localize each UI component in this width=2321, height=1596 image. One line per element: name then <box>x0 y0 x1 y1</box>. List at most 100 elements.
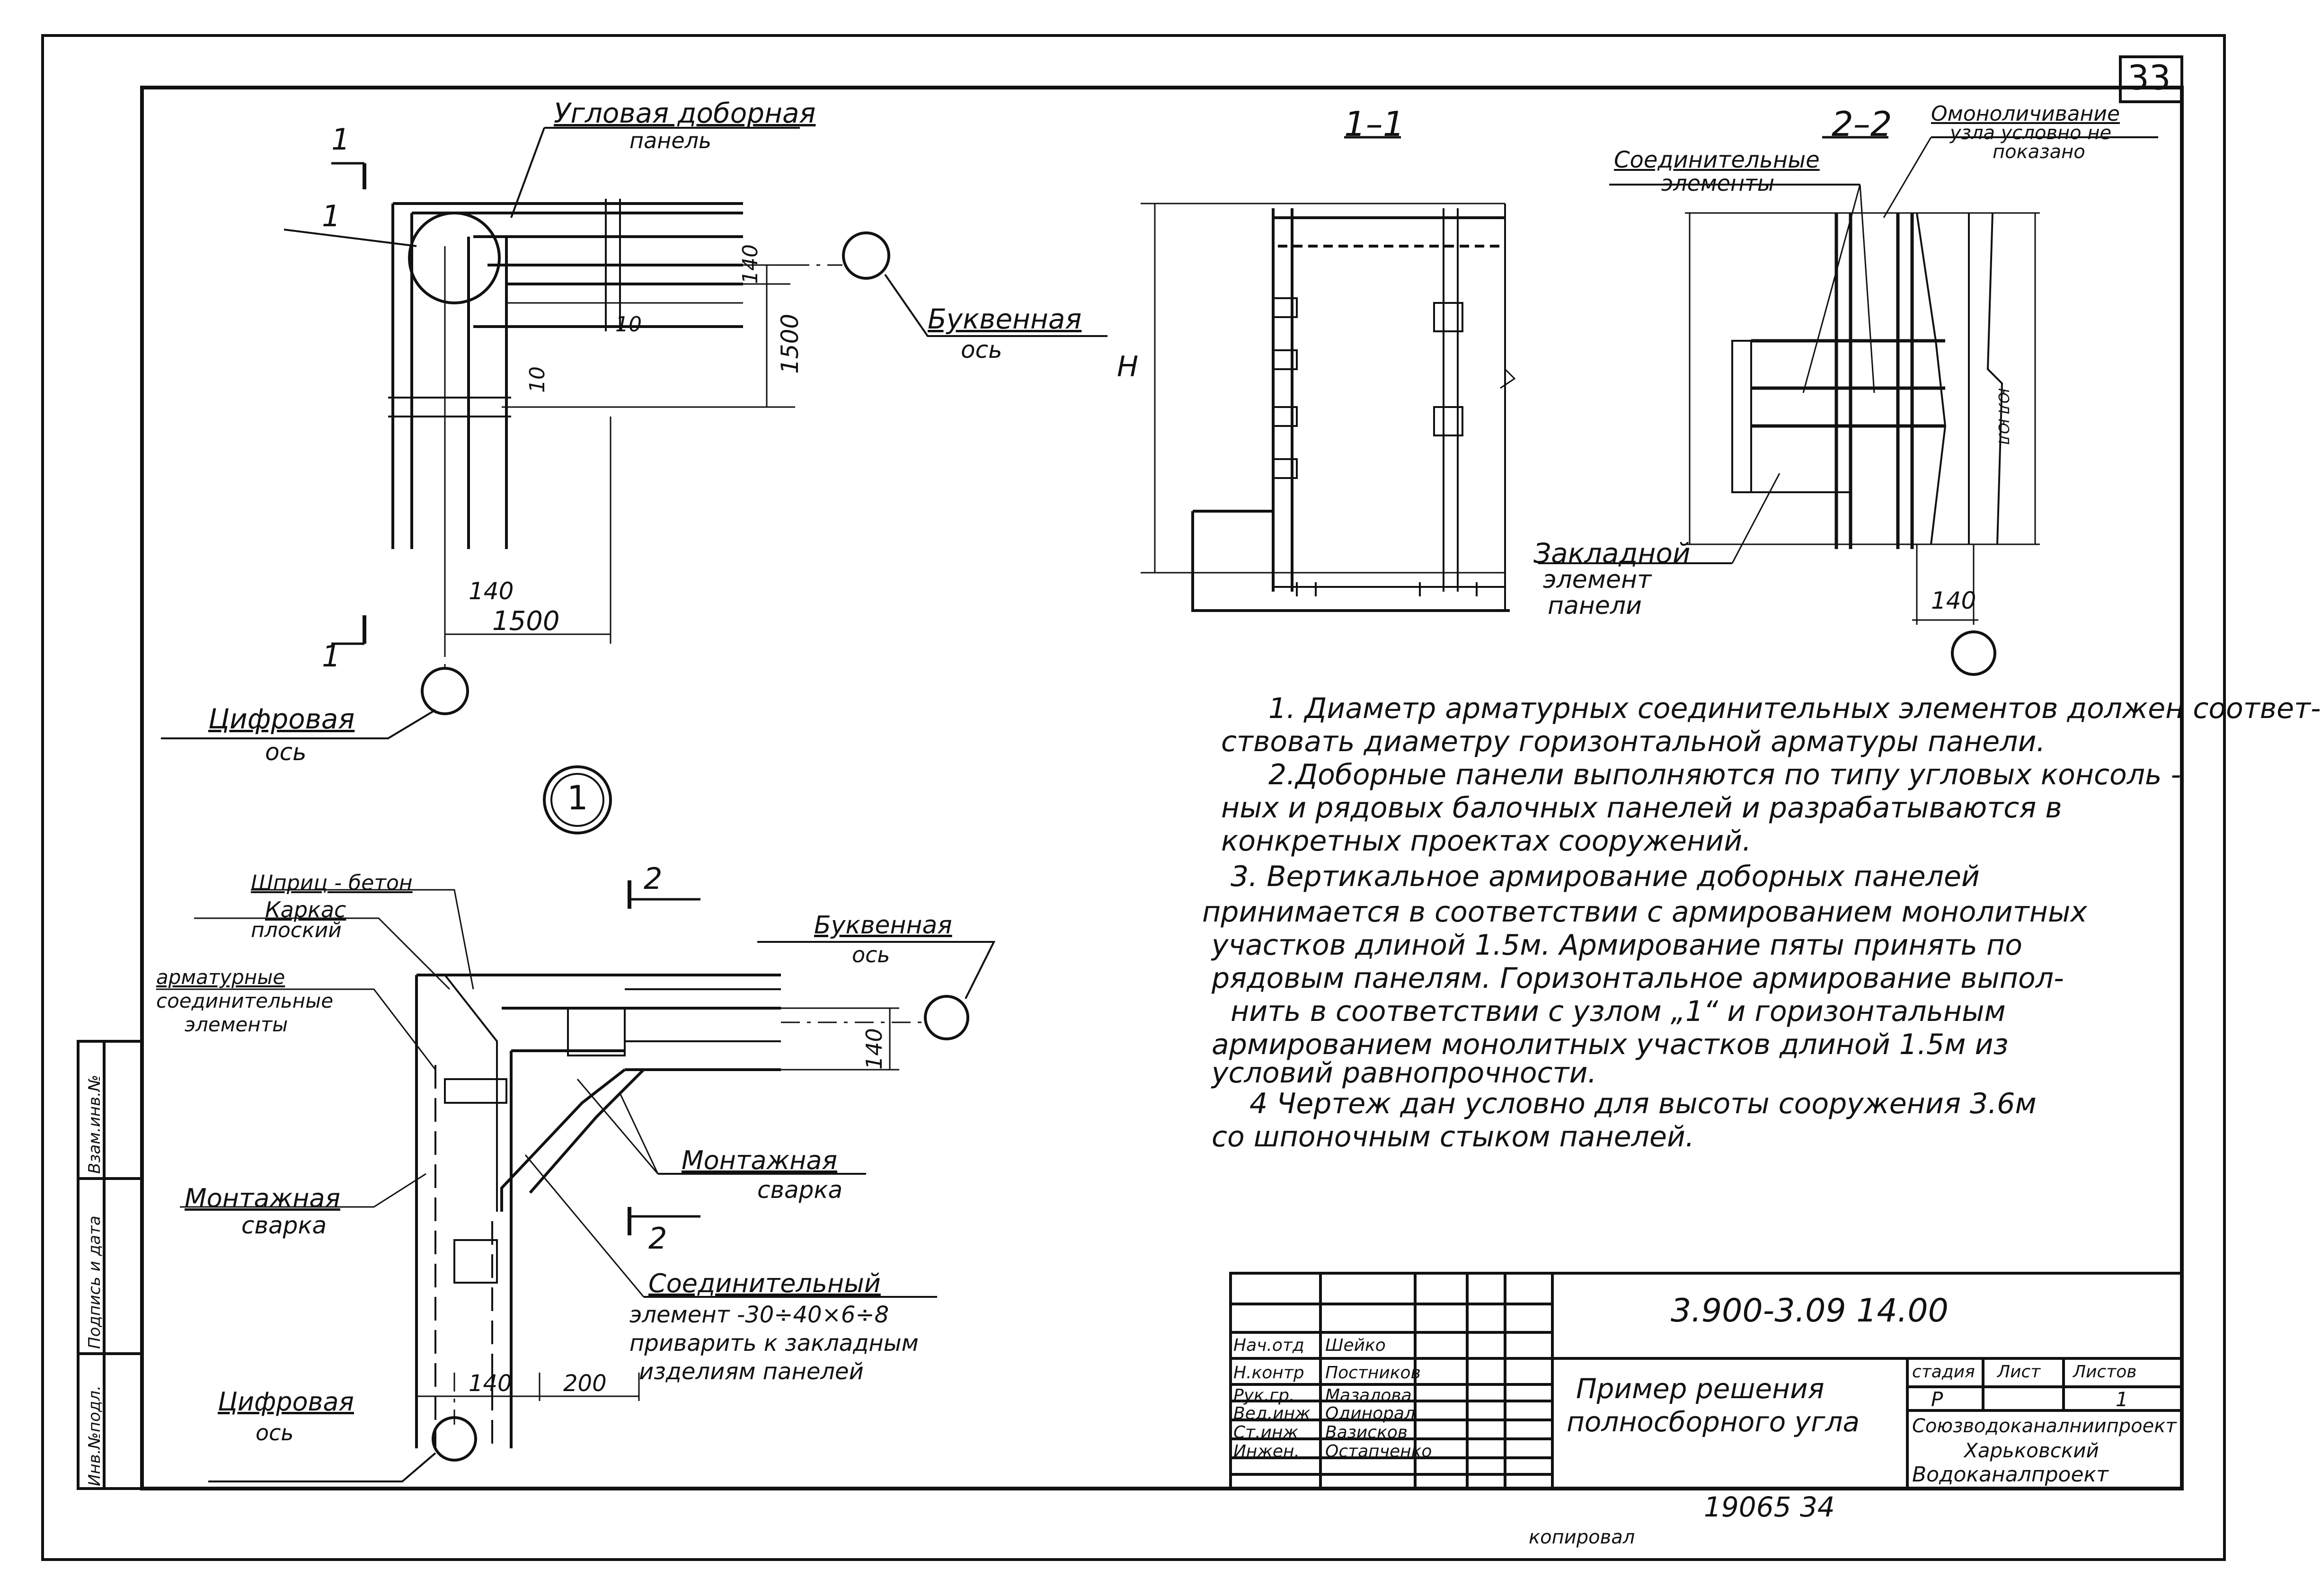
detail-digit-axis-1: Цифровая <box>218 1387 354 1417</box>
title-block <box>1229 1272 2183 1490</box>
plan-digit-axis: Цифровая <box>208 703 355 735</box>
sheets-value: 1 <box>2116 1388 2128 1411</box>
s22-embedded-1: Закладной <box>1533 537 1691 569</box>
detail-rebar-1: арматурные <box>156 966 285 989</box>
staff-name: Одинорал <box>1325 1404 1416 1423</box>
sheet-number-box <box>2119 55 2183 103</box>
note-line: ствовать диаметру горизонтальной арматур… <box>1221 725 2046 758</box>
note-line: ных и рядовых балочных панелей и разраба… <box>1221 791 2062 825</box>
section-2-2-title: 2–2 <box>1832 104 1892 144</box>
s22-embedded-3: панели <box>1548 592 1642 620</box>
note-line: армированием монолитных участков длиной … <box>1212 1028 2009 1061</box>
detail-dim-140-v: 140 <box>861 1028 887 1070</box>
staff-name: Вазисков <box>1325 1423 1408 1442</box>
detail-weld-right-1: Монтажная <box>682 1145 838 1175</box>
org-line-2: Харьковский <box>1964 1439 2099 1462</box>
note-line: нить в соответствии с узлом „1“ и горизо… <box>1231 995 2006 1028</box>
bottom-number: 19065 34 <box>1704 1491 1835 1523</box>
section-mark-top: 1 <box>331 122 350 157</box>
sheet-label: Лист <box>1997 1362 2041 1382</box>
plan-digit-axis-2: ось <box>265 738 307 766</box>
staff-name: Остапченко <box>1325 1442 1432 1461</box>
org-line-1: Союзводоканалниипроект <box>1912 1415 2177 1437</box>
s22-monolith-2: узла условно не <box>1950 122 2112 144</box>
staff-role: Рук.гр. <box>1233 1386 1295 1405</box>
staff-name: Постников <box>1325 1363 1421 1383</box>
s22-embedded-2: элемент <box>1543 566 1652 594</box>
title-code: 3.900-3.09 14.00 <box>1671 1292 1949 1330</box>
detail-dim-140-h: 140 <box>469 1370 512 1397</box>
detail-conn-2: элемент -30÷40×6÷8 <box>629 1302 889 1328</box>
s22-monolith-1: Омоноличивание <box>1931 102 2120 126</box>
note-line: условий равнопрочности. <box>1212 1056 1597 1090</box>
detail-letter-axis-1: Буквенная <box>814 911 952 940</box>
sheets-label: Листов <box>2073 1362 2137 1382</box>
plan-node-mark: 1 <box>322 199 341 233</box>
detail-weld-right-2: сварка <box>757 1176 843 1204</box>
title-line-1: Пример решения <box>1576 1373 1825 1405</box>
plan-title-label: Угловая доборная <box>554 97 816 129</box>
note-line: рядовым панелям. Горизонтальное армирова… <box>1212 962 2064 995</box>
drawing-sheet <box>41 34 2226 1561</box>
copied-by: копировал <box>1529 1526 1635 1548</box>
s22-conn-2: элементы <box>1661 170 1775 196</box>
plan-dim-10-a: 10 <box>615 312 642 337</box>
note-line: принимается в соответствии с армирование… <box>1202 896 2087 929</box>
staff-role: Ст.инж <box>1233 1423 1298 1442</box>
staff-role: Н.контр <box>1233 1363 1304 1383</box>
detail-rebar-2: соединительные <box>156 989 334 1012</box>
plan-dim-140-h: 140 <box>469 577 514 605</box>
section-mark-bottom: 1 <box>322 639 341 674</box>
note-line: конкретных проектах сооружений. <box>1221 825 1752 858</box>
plan-letter-axis-2: ось <box>961 336 1002 364</box>
side-stamp-box <box>77 1040 143 1490</box>
s22-side-label: ЮЛ ЮЛ <box>1995 388 2011 445</box>
plan-dim-1500-h: 1500 <box>492 606 560 637</box>
detail-letter-axis-2: ось <box>852 942 890 967</box>
detail-conn-3: приварить к закладным <box>629 1330 919 1357</box>
detail-digit-axis-2: ось <box>256 1420 294 1445</box>
note-line: 1. Диаметр арматурных соединительных эле… <box>1268 692 2321 725</box>
inner-frame <box>140 86 2184 1490</box>
detail-frame-1: Каркас <box>265 897 346 922</box>
detail-conn-1: Соединительный <box>648 1268 881 1298</box>
note-line: 3. Вертикальное армирование доборных пан… <box>1231 860 1980 893</box>
detail-weld-left-1: Монтажная <box>185 1183 341 1213</box>
s22-conn-1: Соединительные <box>1614 147 1820 173</box>
detail-rebar-3: элементы <box>185 1013 288 1036</box>
s22-monolith-3: показано <box>1993 141 2085 163</box>
sheet-number: 33 <box>2127 58 2171 98</box>
title-line-2: полносборного угла <box>1567 1406 1860 1438</box>
side-stamp-inv: Инв.№подл. <box>85 1385 104 1486</box>
plan-view <box>161 127 1107 739</box>
side-stamp-sign: Подпись и дата <box>85 1215 104 1349</box>
staff-role: Инжен. <box>1233 1442 1300 1461</box>
detail-dim-200-h: 200 <box>563 1370 607 1397</box>
plan-dim-10-b: 10 <box>525 366 549 393</box>
detail-shotcrete: Шприц - бетон <box>251 871 413 895</box>
note-line: участков длиной 1.5м. Армирование пяты п… <box>1212 929 2022 962</box>
plan-dim-140-v: 140 <box>738 244 762 284</box>
s22-dim-140: 140 <box>1931 587 1976 614</box>
detail-section-mark-top: 2 <box>644 861 663 896</box>
section-1-1-title: 1–1 <box>1344 104 1405 144</box>
section-2-2 <box>1538 136 2158 676</box>
detail-weld-left-2: сварка <box>241 1212 327 1239</box>
side-stamp-replace: Взам.инв.№ <box>85 1074 104 1174</box>
note-line: со шпоночным стыком панелей. <box>1212 1120 1694 1153</box>
detail-conn-4: изделиям панелей <box>639 1358 864 1385</box>
detail-frame-2: плоский <box>251 918 342 942</box>
plan-letter-axis: Буквенная <box>928 303 1082 335</box>
staff-role: Нач.отд <box>1233 1336 1304 1355</box>
section-1-1 <box>1141 136 1516 612</box>
outer-border <box>41 34 2226 1561</box>
section-1-1-height: H <box>1117 350 1139 383</box>
note-line: 2.Доборные панели выполняются по типу уг… <box>1268 758 2181 791</box>
staff-name: Шейко <box>1325 1336 1386 1355</box>
detail-node-number: 1 <box>567 779 588 817</box>
note-line: 4 Чертеж дан условно для высоты сооружен… <box>1249 1087 2037 1120</box>
plan-title-label-2: панель <box>629 128 712 153</box>
plan-dim-1500-v: 1500 <box>776 313 804 374</box>
staff-role: Вед.инж <box>1233 1404 1311 1423</box>
stage-label: стадия <box>1912 1362 1975 1382</box>
